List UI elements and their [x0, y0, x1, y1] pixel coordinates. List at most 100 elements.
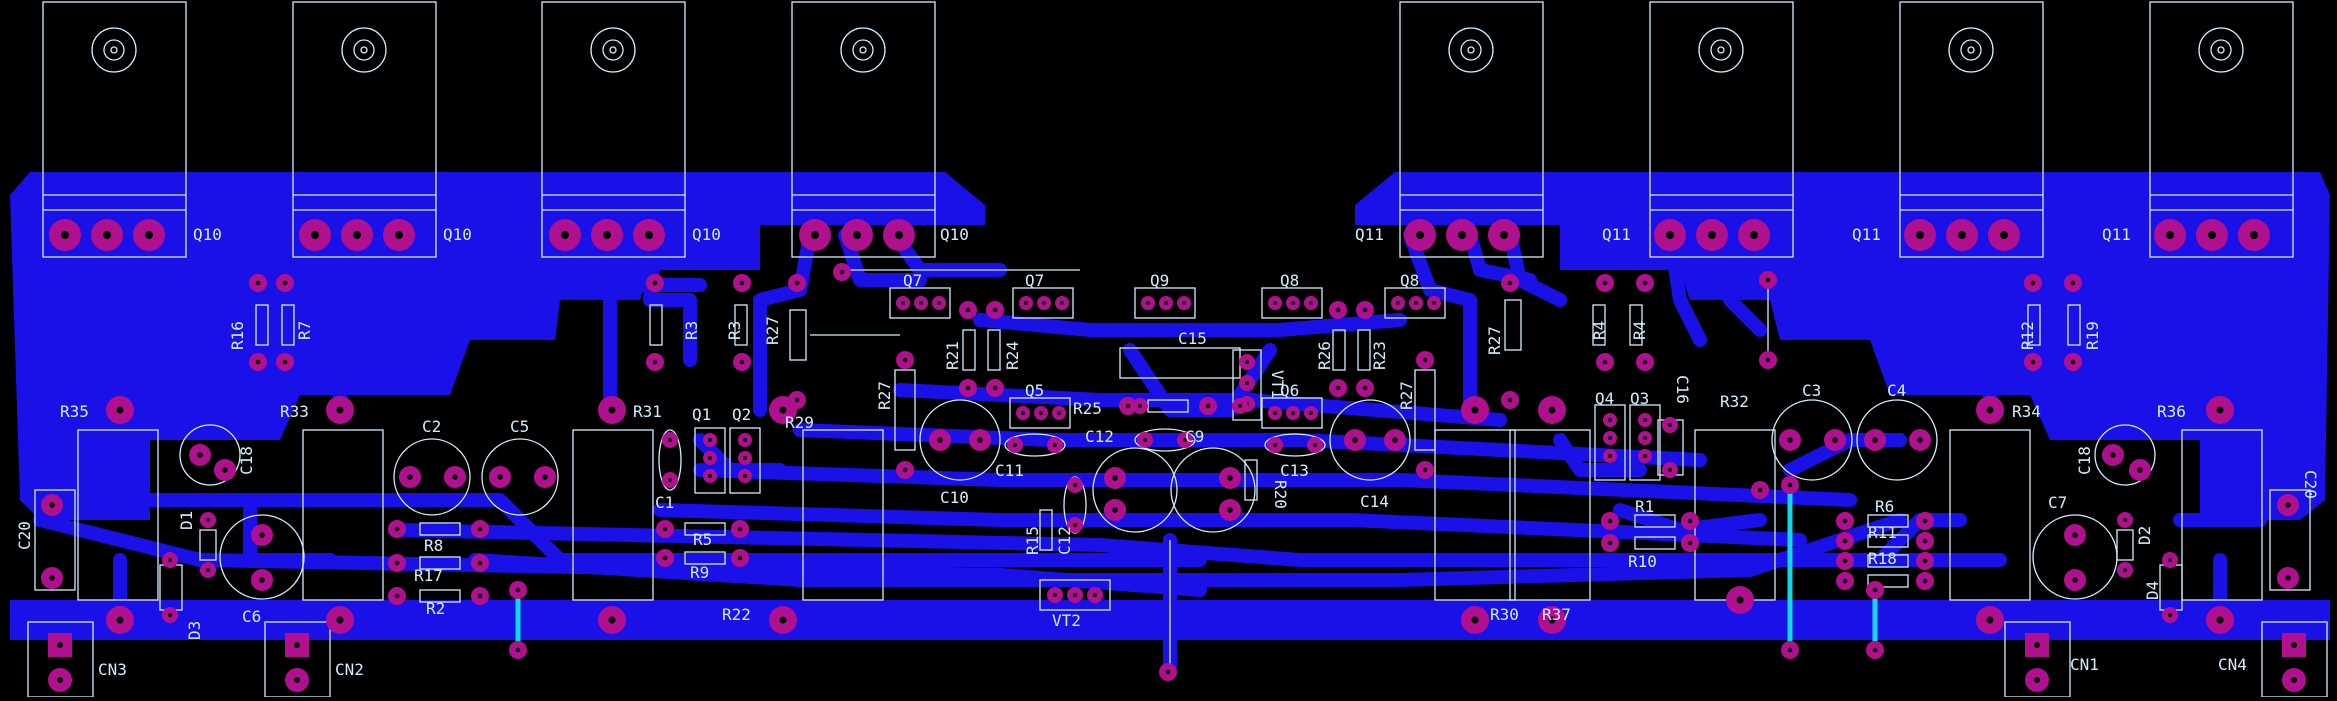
- transistor-q10-4: [791, 1, 936, 258]
- pad-hole: [902, 357, 908, 363]
- resistor-r37-body: [1509, 429, 1591, 601]
- pad-hole: [839, 269, 845, 275]
- pad-hole: [1687, 540, 1693, 546]
- pad-hole: [1392, 437, 1398, 443]
- transistor-q10-2: [292, 1, 437, 258]
- label-r27a: R27: [763, 316, 782, 345]
- pad-hole: [1643, 454, 1647, 458]
- pad-hole: [1787, 647, 1793, 653]
- component-labels: Q10 Q10 Q10 Q10 Q11 Q11 Q11 Q11 R16 R7 R…: [15, 225, 2320, 679]
- resistor-r33-body: [302, 429, 384, 601]
- pad-hole: [668, 478, 672, 482]
- pad-hole: [1922, 538, 1928, 544]
- capacitor-c4: [1856, 399, 1938, 481]
- label-cn2: CN2: [335, 660, 364, 679]
- pad-hole: [608, 406, 616, 414]
- pad-hole: [1608, 454, 1612, 458]
- capacitor-c5: [481, 438, 559, 516]
- pad-hole: [645, 231, 653, 239]
- pad-hole: [708, 438, 712, 442]
- pad-hole: [1313, 443, 1317, 447]
- label-c6: C6: [242, 607, 261, 626]
- label-r4b: R4: [1630, 321, 1649, 340]
- label-c12b: C12: [1055, 526, 1074, 555]
- capacitor-c20-right: [2269, 489, 2311, 591]
- pad-hole: [2123, 518, 2127, 522]
- pad-hole: [965, 385, 971, 391]
- pad-hole: [1227, 475, 1233, 481]
- label-r27c: R27: [1397, 381, 1416, 410]
- pad-hole: [1039, 411, 1043, 415]
- pad-hole: [811, 231, 819, 239]
- pad-hole: [2291, 677, 2297, 683]
- pad-hole: [895, 231, 903, 239]
- pad-hole: [168, 613, 172, 617]
- label-r16: R16: [228, 321, 247, 350]
- pad-hole: [1832, 437, 1838, 443]
- label-vt1: VT1: [1268, 370, 1287, 399]
- transistor-q3-body: [1629, 404, 1661, 481]
- pad-hole: [2216, 406, 2224, 414]
- pad-hole: [1422, 467, 1428, 473]
- pad-hole: [1736, 596, 1744, 604]
- pad-hole: [49, 502, 55, 508]
- pad-hole: [57, 677, 63, 683]
- transistor-q1-body: [694, 427, 726, 494]
- transistor-q10-3: [541, 1, 686, 258]
- pad-hole: [1507, 397, 1513, 403]
- label-r35: R35: [60, 402, 89, 421]
- pad-hole: [739, 280, 745, 286]
- pads: [41, 219, 2306, 692]
- pad-hole: [2216, 616, 2224, 624]
- label-r15: R15: [1023, 526, 1042, 555]
- pad-hole: [2166, 231, 2174, 239]
- pad-hole: [1183, 438, 1187, 442]
- pad-hole: [1872, 437, 1878, 443]
- pad-hole: [1471, 616, 1479, 624]
- pad-hole: [1642, 359, 1648, 365]
- pad-hole: [743, 456, 747, 460]
- pad-hole: [2072, 577, 2078, 583]
- label-r36: R36: [2157, 402, 2186, 421]
- transistor-q2-body: [729, 427, 761, 494]
- pad-hole: [206, 518, 210, 522]
- vt2-body: [1039, 579, 1111, 611]
- pad-hole: [2137, 467, 2143, 473]
- label-d1: D1: [177, 511, 196, 530]
- diode-d1: [199, 529, 217, 561]
- pad-hole: [1291, 301, 1295, 305]
- pad-hole: [794, 280, 800, 286]
- pad-hole: [1708, 231, 1716, 239]
- label-q10-3: Q10: [692, 225, 721, 244]
- label-cn4: CN4: [2218, 655, 2247, 674]
- label-q10-2: Q10: [443, 225, 472, 244]
- label-r2: R2: [426, 599, 445, 618]
- capacitor-c18-left: [179, 424, 241, 486]
- pad-hole: [1273, 301, 1277, 305]
- pad-hole: [1602, 359, 1608, 365]
- pad-hole: [222, 467, 228, 473]
- label-c12a: C12: [1085, 427, 1114, 446]
- pad-hole: [1608, 418, 1612, 422]
- transistor-q11-4: [2149, 1, 2294, 258]
- pad-hole: [1872, 647, 1878, 653]
- label-r29: R29: [785, 413, 814, 432]
- pad-hole: [1053, 443, 1057, 447]
- capacitor-c1: [658, 429, 682, 491]
- pad-hole: [1021, 411, 1025, 415]
- pad-hole: [1182, 301, 1186, 305]
- pad-hole: [1608, 436, 1612, 440]
- pad-hole: [2168, 613, 2172, 617]
- pad-hole: [477, 526, 483, 532]
- label-d4: D4: [2143, 581, 2162, 600]
- label-c14: C14: [1360, 492, 1389, 511]
- pad-hole: [2030, 359, 2036, 365]
- capacitor-c14: [1329, 399, 1411, 481]
- pad-hole: [1362, 307, 1368, 313]
- pad-hole: [2070, 359, 2076, 365]
- pad-hole: [336, 406, 344, 414]
- label-c18a: C18: [237, 446, 256, 475]
- label-r9: R9: [690, 563, 709, 582]
- pad-hole: [603, 231, 611, 239]
- pad-hole: [737, 555, 743, 561]
